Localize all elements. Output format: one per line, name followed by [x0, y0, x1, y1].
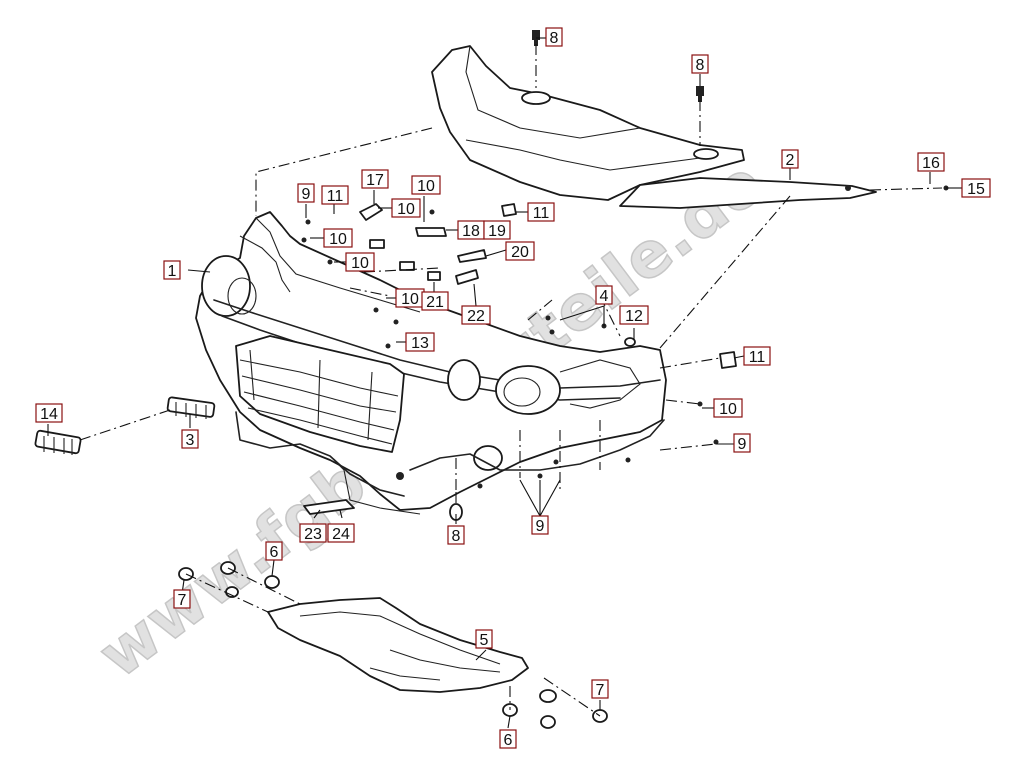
callout-10-e: 10	[411, 175, 441, 195]
callout-9-right-label: 9	[738, 436, 747, 453]
callout-14: 14	[35, 403, 63, 423]
callout-7-right-label: 7	[596, 682, 605, 699]
callout-11-b: 11	[527, 202, 555, 222]
callout-5-label: 5	[480, 632, 489, 649]
emblem-part-3	[166, 396, 216, 419]
callout-7-left: 7	[173, 589, 191, 609]
callout-6-bottom-label: 6	[504, 732, 513, 749]
callout-1: 1	[163, 260, 181, 280]
callout-13-label: 13	[411, 335, 429, 352]
callout-11-a: 11	[321, 185, 349, 205]
callout-18-label: 18	[462, 223, 480, 240]
callout-10-b: 10	[345, 252, 375, 272]
bumper-body-part-1	[195, 211, 667, 515]
callout-17-label: 17	[366, 172, 384, 189]
callout-20-label: 20	[511, 244, 529, 261]
callout-21-label: 21	[426, 294, 444, 311]
callout-10-c: 10	[395, 288, 425, 308]
callout-3: 3	[181, 429, 199, 449]
callout-18: 18	[457, 220, 485, 240]
callout-8-top: 8	[545, 27, 563, 47]
callout-9-bottom: 9	[531, 515, 549, 535]
callout-10-a-label: 10	[329, 231, 347, 248]
callout-labels: 1 2 3 4 5 6 6 7 7 8 8 8 9 9 9 10 10 10 1…	[35, 27, 991, 749]
callout-9-top: 9	[297, 183, 315, 203]
assembly-lines	[79, 44, 943, 717]
callout-11-c-label: 11	[749, 349, 766, 366]
callout-10-a: 10	[323, 228, 353, 248]
callout-10-c-label: 10	[401, 291, 419, 308]
callout-15: 15	[961, 178, 991, 198]
callout-9-top-label: 9	[302, 186, 311, 203]
callout-24: 24	[327, 523, 355, 543]
callout-6-bottom: 6	[499, 729, 517, 749]
callout-24-label: 24	[332, 526, 350, 543]
callout-8-upper-label: 8	[696, 57, 705, 74]
callout-21: 21	[421, 291, 449, 311]
callout-8-upper: 8	[691, 54, 709, 74]
callout-16-label: 16	[922, 155, 940, 172]
callout-7-right: 7	[591, 679, 609, 699]
callout-3-label: 3	[186, 432, 195, 449]
callout-23: 23	[299, 523, 327, 543]
callout-10-d-label: 10	[397, 201, 415, 218]
callout-19-label: 19	[488, 223, 506, 240]
callout-4: 4	[595, 285, 613, 305]
callout-16: 16	[917, 152, 945, 172]
callout-13: 13	[405, 332, 435, 352]
callout-12: 12	[619, 305, 649, 325]
callout-22-label: 22	[467, 308, 485, 325]
callout-6-top: 6	[265, 541, 283, 561]
callout-10-f-label: 10	[719, 401, 737, 418]
callout-9-right: 9	[733, 433, 751, 453]
callout-19: 19	[483, 220, 511, 240]
callout-4-label: 4	[600, 288, 609, 305]
callout-10-d: 10	[391, 198, 421, 218]
callout-22: 22	[461, 305, 491, 325]
skid-plate-part-5	[267, 597, 529, 693]
callout-12-label: 12	[625, 308, 643, 325]
callout-2: 2	[781, 149, 799, 169]
leader-lines	[47, 37, 962, 729]
callout-23-label: 23	[304, 526, 322, 543]
callout-9-bottom-label: 9	[536, 518, 545, 535]
callout-2-label: 2	[786, 152, 795, 169]
emblem-part-14	[34, 429, 82, 455]
callout-7-left-label: 7	[178, 592, 187, 609]
callout-6-top-label: 6	[270, 544, 279, 561]
callout-10-b-label: 10	[351, 255, 369, 272]
callout-8-lower-label: 8	[452, 528, 461, 545]
callout-15-label: 15	[967, 181, 985, 198]
callout-8-lower: 8	[447, 525, 465, 545]
callout-14-label: 14	[40, 406, 58, 423]
callout-10-e-label: 10	[417, 178, 435, 195]
callout-20: 20	[505, 241, 535, 261]
callout-11-c: 11	[743, 346, 771, 366]
hardware-parts	[178, 30, 949, 729]
callout-11-b-label: 11	[533, 205, 550, 222]
callout-11-a-label: 11	[327, 188, 344, 205]
callout-10-f: 10	[713, 398, 743, 418]
upper-cover-part-2	[431, 45, 877, 209]
callout-17: 17	[361, 169, 389, 189]
callout-1-label: 1	[168, 263, 177, 280]
callout-8-top-label: 8	[550, 30, 559, 47]
callout-5: 5	[475, 629, 493, 649]
